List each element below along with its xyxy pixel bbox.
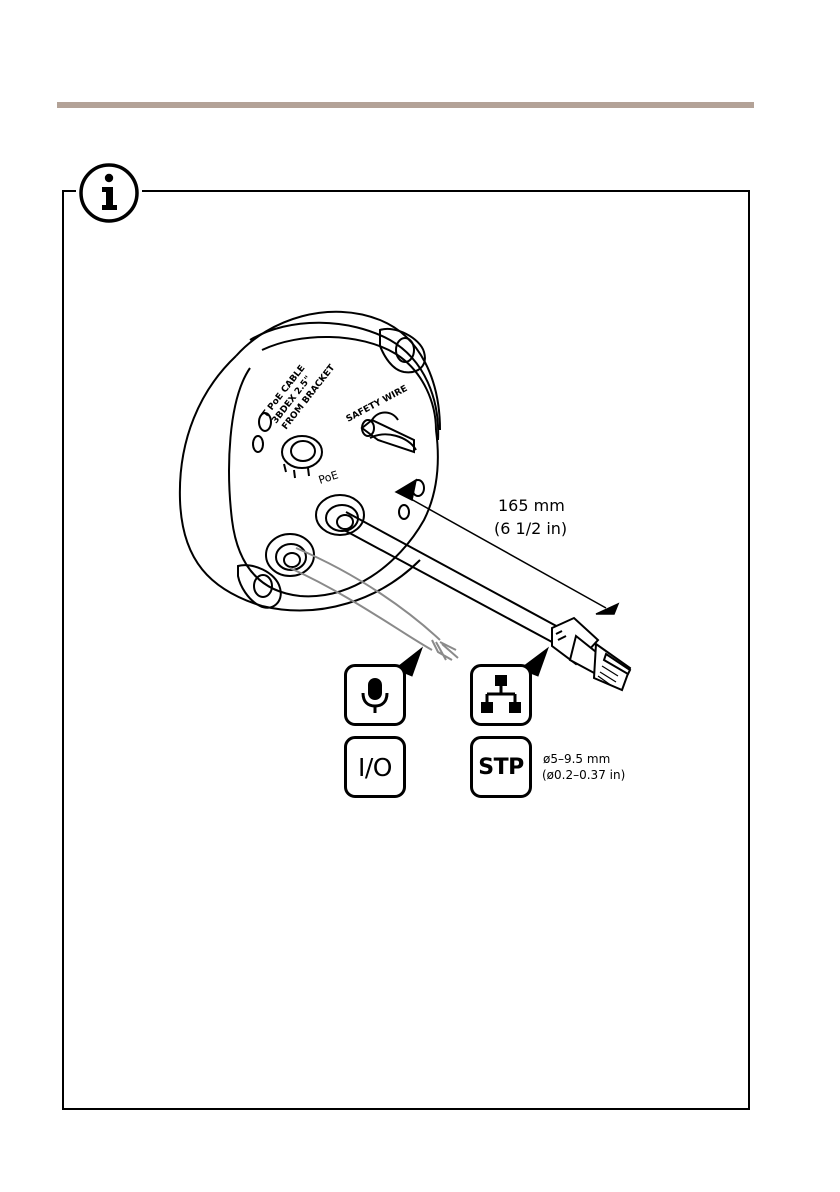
poe-gland [316,495,364,535]
strip-length-metric: 165 mm [498,494,565,517]
io-connector-icon: I/O [344,736,406,798]
safety-wire-holder [362,413,414,453]
rj45-connector [552,618,630,690]
strip-length-imperial: (6 1/2 in) [494,517,567,540]
network-icon [478,672,524,718]
small-gland [282,436,322,478]
safety-wire-label: SAFETY WIRE [345,384,410,425]
io-gland [266,534,314,576]
network-connector-icon [470,664,532,726]
mount-printed-labels: PoE SAFETY WIRE T PoE CABLE 3BDEX 2.5" F… [260,362,409,486]
poe-mount-label: PoE [317,468,340,487]
stp-label: STP [478,755,523,780]
cable-diameter-imperial: (ø0.2–0.37 in) [542,767,625,784]
io-label: I/O [358,753,392,782]
stp-connector-icon: STP [470,736,532,798]
cable-diameter-metric: ø5–9.5 mm [543,751,610,768]
microphone-icon [354,674,396,716]
microphone-connector-icon [344,664,406,726]
io-cable [290,548,458,660]
